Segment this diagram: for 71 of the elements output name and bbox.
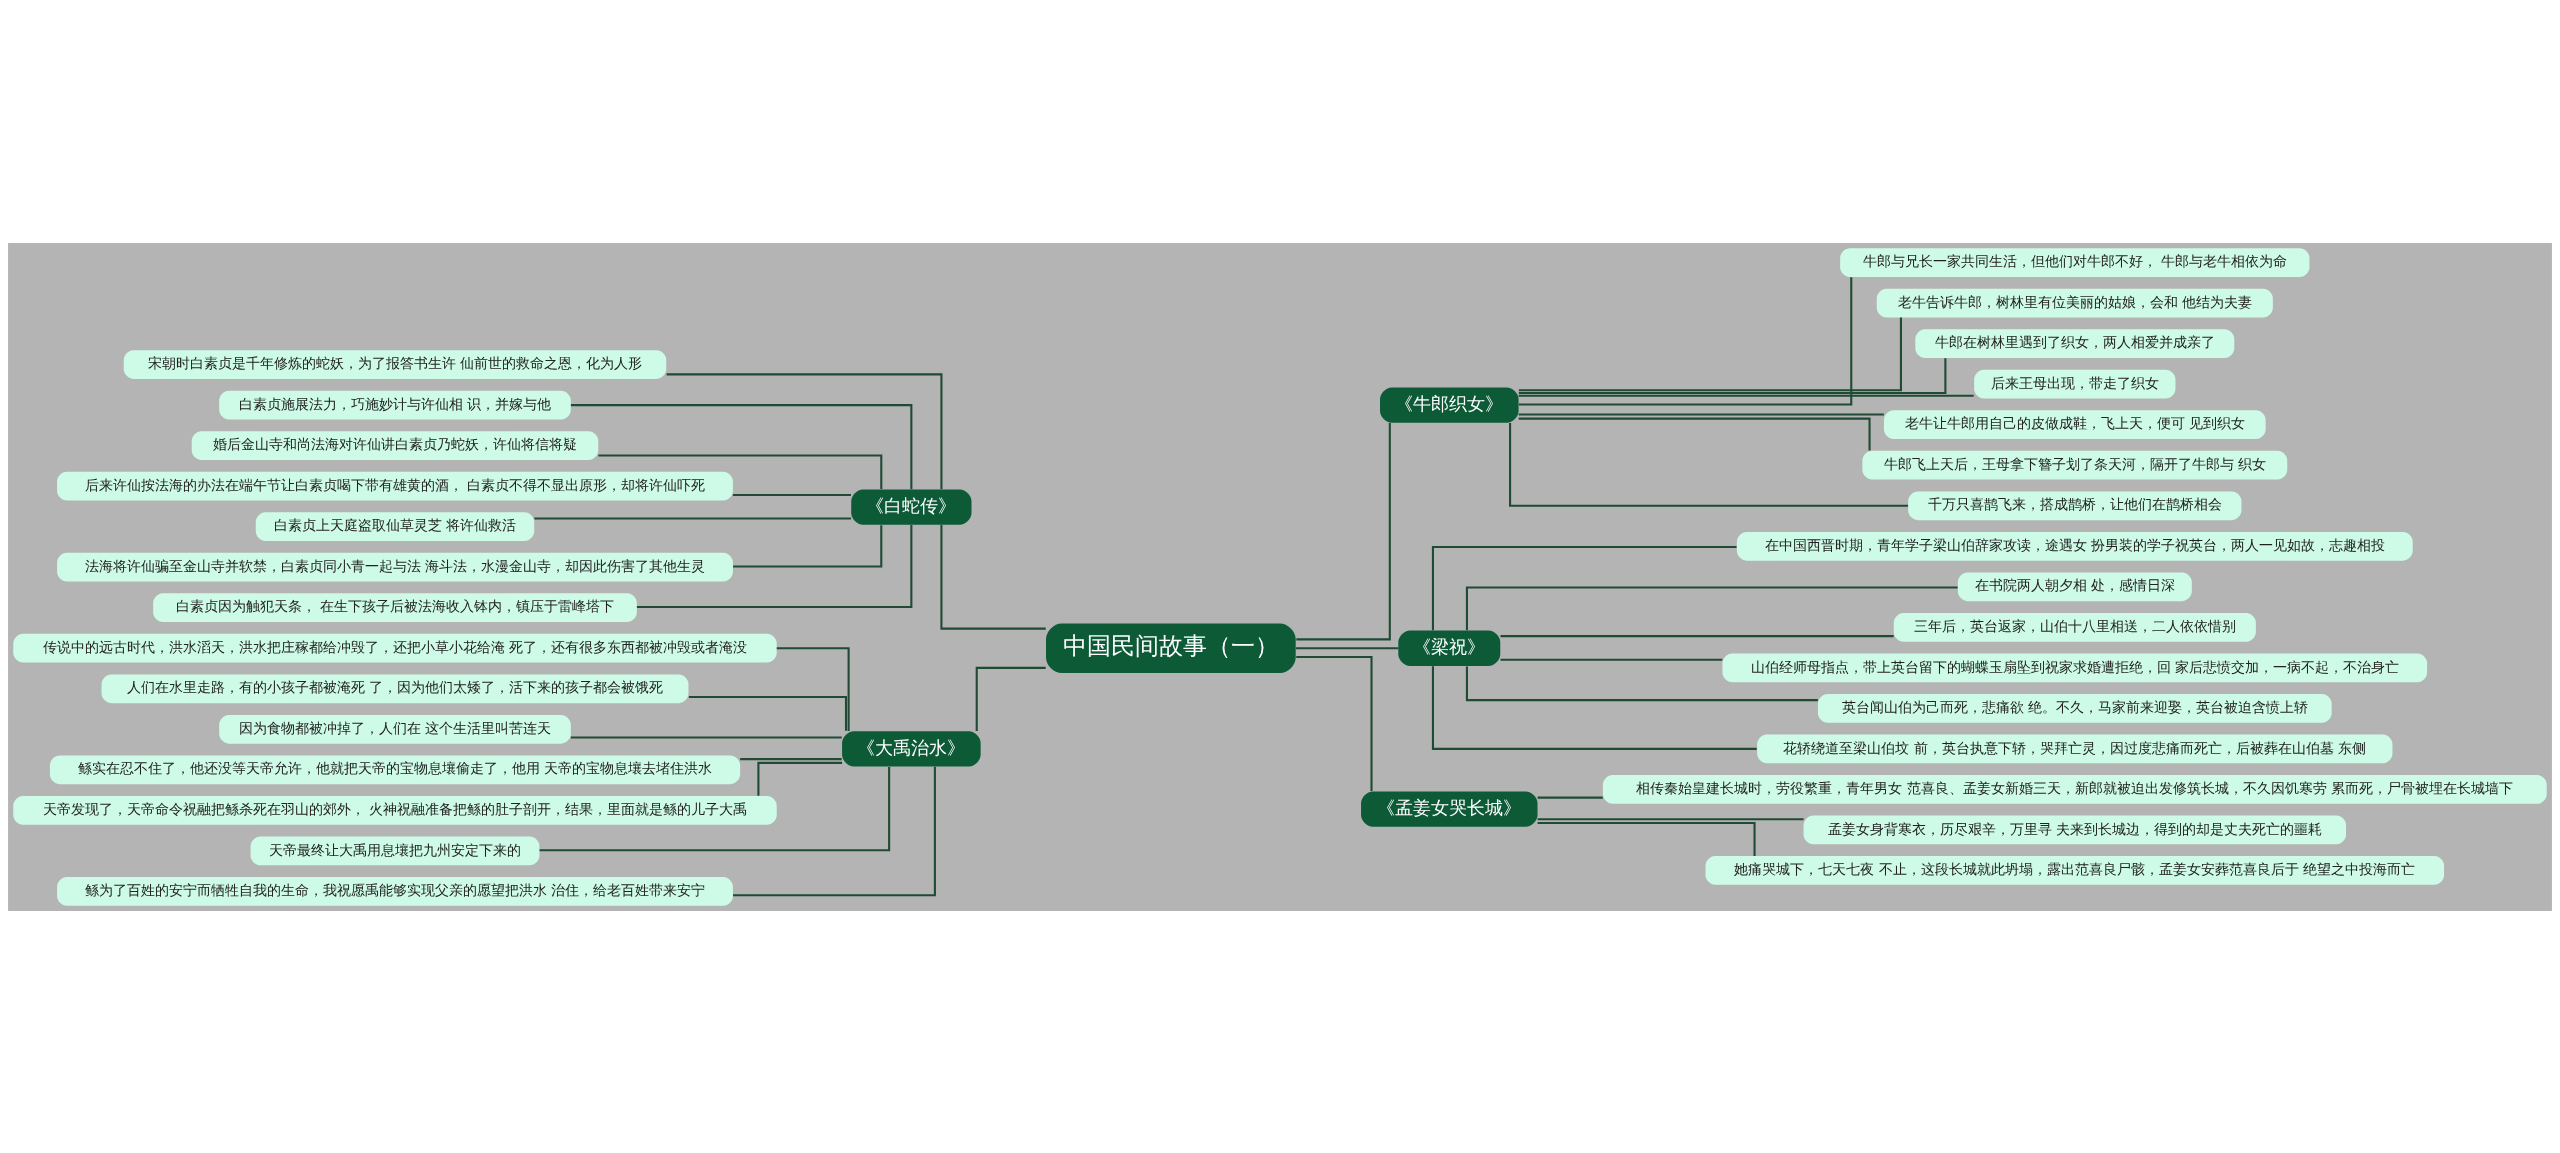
node-box: 法海将许仙骗至金山寺并软禁，白素贞同小青一起与法 海斗法，水漫金山寺，却因此伤害了其他生灵: [57, 552, 733, 582]
node-box: 《大禹治水》: [842, 730, 981, 767]
connector: [688, 695, 848, 731]
node-box: 人们在水里走路，有的小孩子都被淹死 了，因为他们太矮了，活下来的孩子都会被饿死: [101, 673, 689, 703]
connector: [733, 524, 883, 568]
connector: [740, 757, 842, 760]
connector: [1296, 422, 1391, 640]
connector: [1518, 394, 1974, 397]
node-box: 孟姜女身背寒衣，历尽艰辛，万里寻 夫来到长城边，得到的却是丈夫死亡的噩耗: [1803, 815, 2347, 844]
connector: [1537, 821, 1756, 856]
connector: [757, 761, 843, 796]
connector: [1465, 585, 1958, 630]
connector: [636, 524, 913, 608]
node-box: 千万只喜鹊飞来，搭成鹊桥，让他们在鹊桥相会: [1908, 490, 2242, 520]
node-box: 宋朝时白素贞是千年修炼的蛇妖，为了报答书生许 仙前世的救命之恩，化为人形: [123, 349, 667, 379]
connector: [1431, 545, 1737, 630]
connector: [534, 516, 852, 520]
connector: [570, 735, 842, 738]
node-box: 鲧实在忍不住了，他还没等天帝允许，他就把天帝的宝物息壤偷走了，他用 天帝的宝物息壤去堵住洪水: [49, 754, 741, 784]
node-box: 因为食物都被冲掉了，人们在 这个生活里叫苦连天: [219, 714, 571, 744]
connector: [1500, 634, 1894, 637]
connector: [1537, 796, 1603, 799]
node-box: 婚后金山寺和尚法海对许仙讲白素贞乃蛇妖，许仙将信将疑: [191, 430, 599, 460]
node-box: 三年后，英台返家，山伯十八里相送，二人依依惜别: [1893, 612, 2256, 642]
node-box: 《梁祝》: [1398, 630, 1501, 666]
connector: [570, 403, 913, 489]
node-box: 中国民间故事（一）: [1046, 622, 1296, 673]
connector: [1296, 655, 1373, 791]
connector: [1518, 276, 1853, 405]
connector: [940, 524, 1046, 630]
node-box: 《牛郎织女》: [1380, 386, 1519, 423]
connector: [776, 646, 850, 731]
connector: [1500, 658, 1723, 661]
connector: [1465, 665, 1818, 701]
connector: [1518, 357, 1947, 394]
node-box: 后来王母出现，带走了织女: [1974, 369, 2176, 399]
node-box: 牛郎与兄长一家共同生活，但他们对牛郎不好， 牛郎与老牛相依为命: [1840, 247, 2310, 277]
connector: [1431, 665, 1757, 750]
connector: [1509, 422, 1909, 507]
connector: [666, 372, 943, 489]
node-box: 鲧为了百姓的安宁而牺牲自我的生命，我祝愿禹能够实现父亲的愿望把洪水 治住，给老百姓带来安宁: [57, 876, 733, 906]
node-box: 英台闻山伯为己而死，悲痛欲 绝。不久，马家前来迎娶，英台被迫含愤上轿: [1817, 693, 2332, 723]
node-box: 白素贞施展法力，巧施妙计与许仙相 识，并嫁与他: [219, 390, 571, 419]
node-box: 传说中的远古时代，洪水滔天，洪水把庄稼都给冲毁了，还把小草小花给淹 死了，还有很多东西都被冲毁或者淹没: [13, 633, 777, 663]
node-box: 山伯经师母指点，带上英台留下的蝴蝶玉扇坠到祝家求婚遭拒绝，回 家后悲愤交加，一病不起，不治身亡: [1722, 652, 2428, 682]
node-box: 老牛让牛郎用自己的皮做成鞋，飞上天，便可 见到织女: [1883, 409, 2266, 439]
connector: [598, 453, 883, 489]
node-box: 牛郎飞上天后，王母拿下簪子划了条天河，隔开了牛郎与 织女: [1862, 450, 2288, 480]
node-box: 白素贞上天庭盗取仙草灵芝 将许仙救活: [255, 511, 535, 541]
node-box: 相传秦始皇建长城时，劳役繁重，青年男女 范喜良、孟姜女新婚三天，新郎就被迫出发修筑长城，不久因饥寒劳 累而死，尸骨被埋在长城墙下: [1602, 774, 2547, 804]
node-box: 牛郎在树林里遇到了织女，两人相爱并成亲了: [1915, 328, 2235, 358]
connector: [1295, 646, 1399, 649]
node-box: 天帝发现了，天帝命令祝融把鲧杀死在羽山的郊外， 火神祝融准备把鲧的肚子剖开，结果，里面就是鲧的儿子大禹: [13, 795, 777, 825]
node-box: 《孟姜女哭长城》: [1361, 790, 1538, 827]
connector: [1537, 817, 1804, 820]
connector: [975, 666, 1046, 731]
node-box: 老牛告诉牛郎，树林里有位美丽的姑娘，会和 他结为夫妻: [1876, 288, 2273, 317]
node-box: 花轿绕道至梁山伯坟 前，英台执意下轿，哭拜亡灵，因过度悲痛而死亡，后被葬在山伯墓 东侧: [1757, 734, 2393, 763]
node-box: 她痛哭城下，七天七夜 不止，这段长城就此坍塌，露出范喜良尸骸，孟姜女安葬范喜良后于 绝望之中投海而亡: [1705, 855, 2445, 885]
node-box: 《白蛇传》: [851, 488, 972, 525]
connector: [539, 766, 891, 851]
connector: [732, 493, 851, 496]
connector: [1518, 417, 1871, 450]
connector: [733, 766, 936, 896]
connector: [1518, 317, 1902, 391]
node-box: 在书院两人朝夕相 处，感情日深: [1957, 571, 2192, 601]
node-box: 天帝最终让大禹用息壤把九州安定下来的: [250, 836, 540, 865]
connector: [1518, 412, 1884, 415]
node-box: 白素贞因为触犯天条， 在生下孩子后被法海收入钵内，镇压于雷峰塔下: [153, 592, 637, 622]
node-box: 后来许仙按法海的办法在端午节让白素贞喝下带有雄黄的酒， 白素贞不得不显出原形，却将许仙吓死: [57, 471, 733, 501]
node-box: 在中国西晋时期，青年学子梁山伯辞家攻读，途遇女 扮男装的学子祝英台，两人一见如故，志趣相投: [1736, 531, 2413, 561]
